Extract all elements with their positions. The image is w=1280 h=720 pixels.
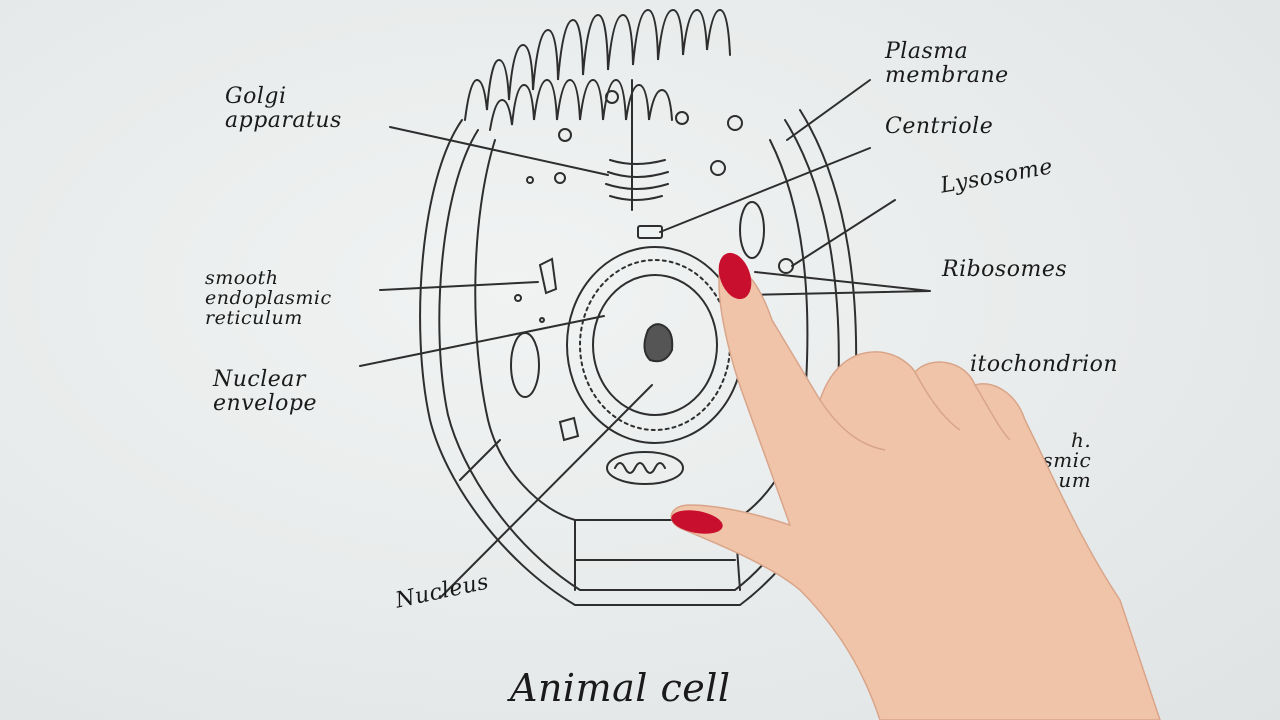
diagram-title: Animal cell: [510, 666, 731, 710]
label-mitochondrion: itochondrion: [970, 352, 1119, 377]
label-plasma-membrane: Plasma membrane: [885, 39, 1009, 88]
microvilli: [464, 8, 731, 121]
label-rough-er: h. asmic um: [1030, 428, 1092, 492]
label-ribosomes: Ribosomes: [942, 257, 1068, 282]
plasma-membrane-outline: [419, 109, 858, 606]
label-smooth-er: smooth endoplasmic reticulum: [205, 267, 332, 329]
label-centriole: Centriole: [885, 114, 994, 139]
label-nuclear-envelope: Nuclear envelope: [213, 367, 318, 416]
thumb-fingernail: [671, 510, 723, 534]
index-fingernail: [718, 252, 752, 300]
label-golgi-apparatus: Golgi apparatus: [225, 84, 342, 133]
